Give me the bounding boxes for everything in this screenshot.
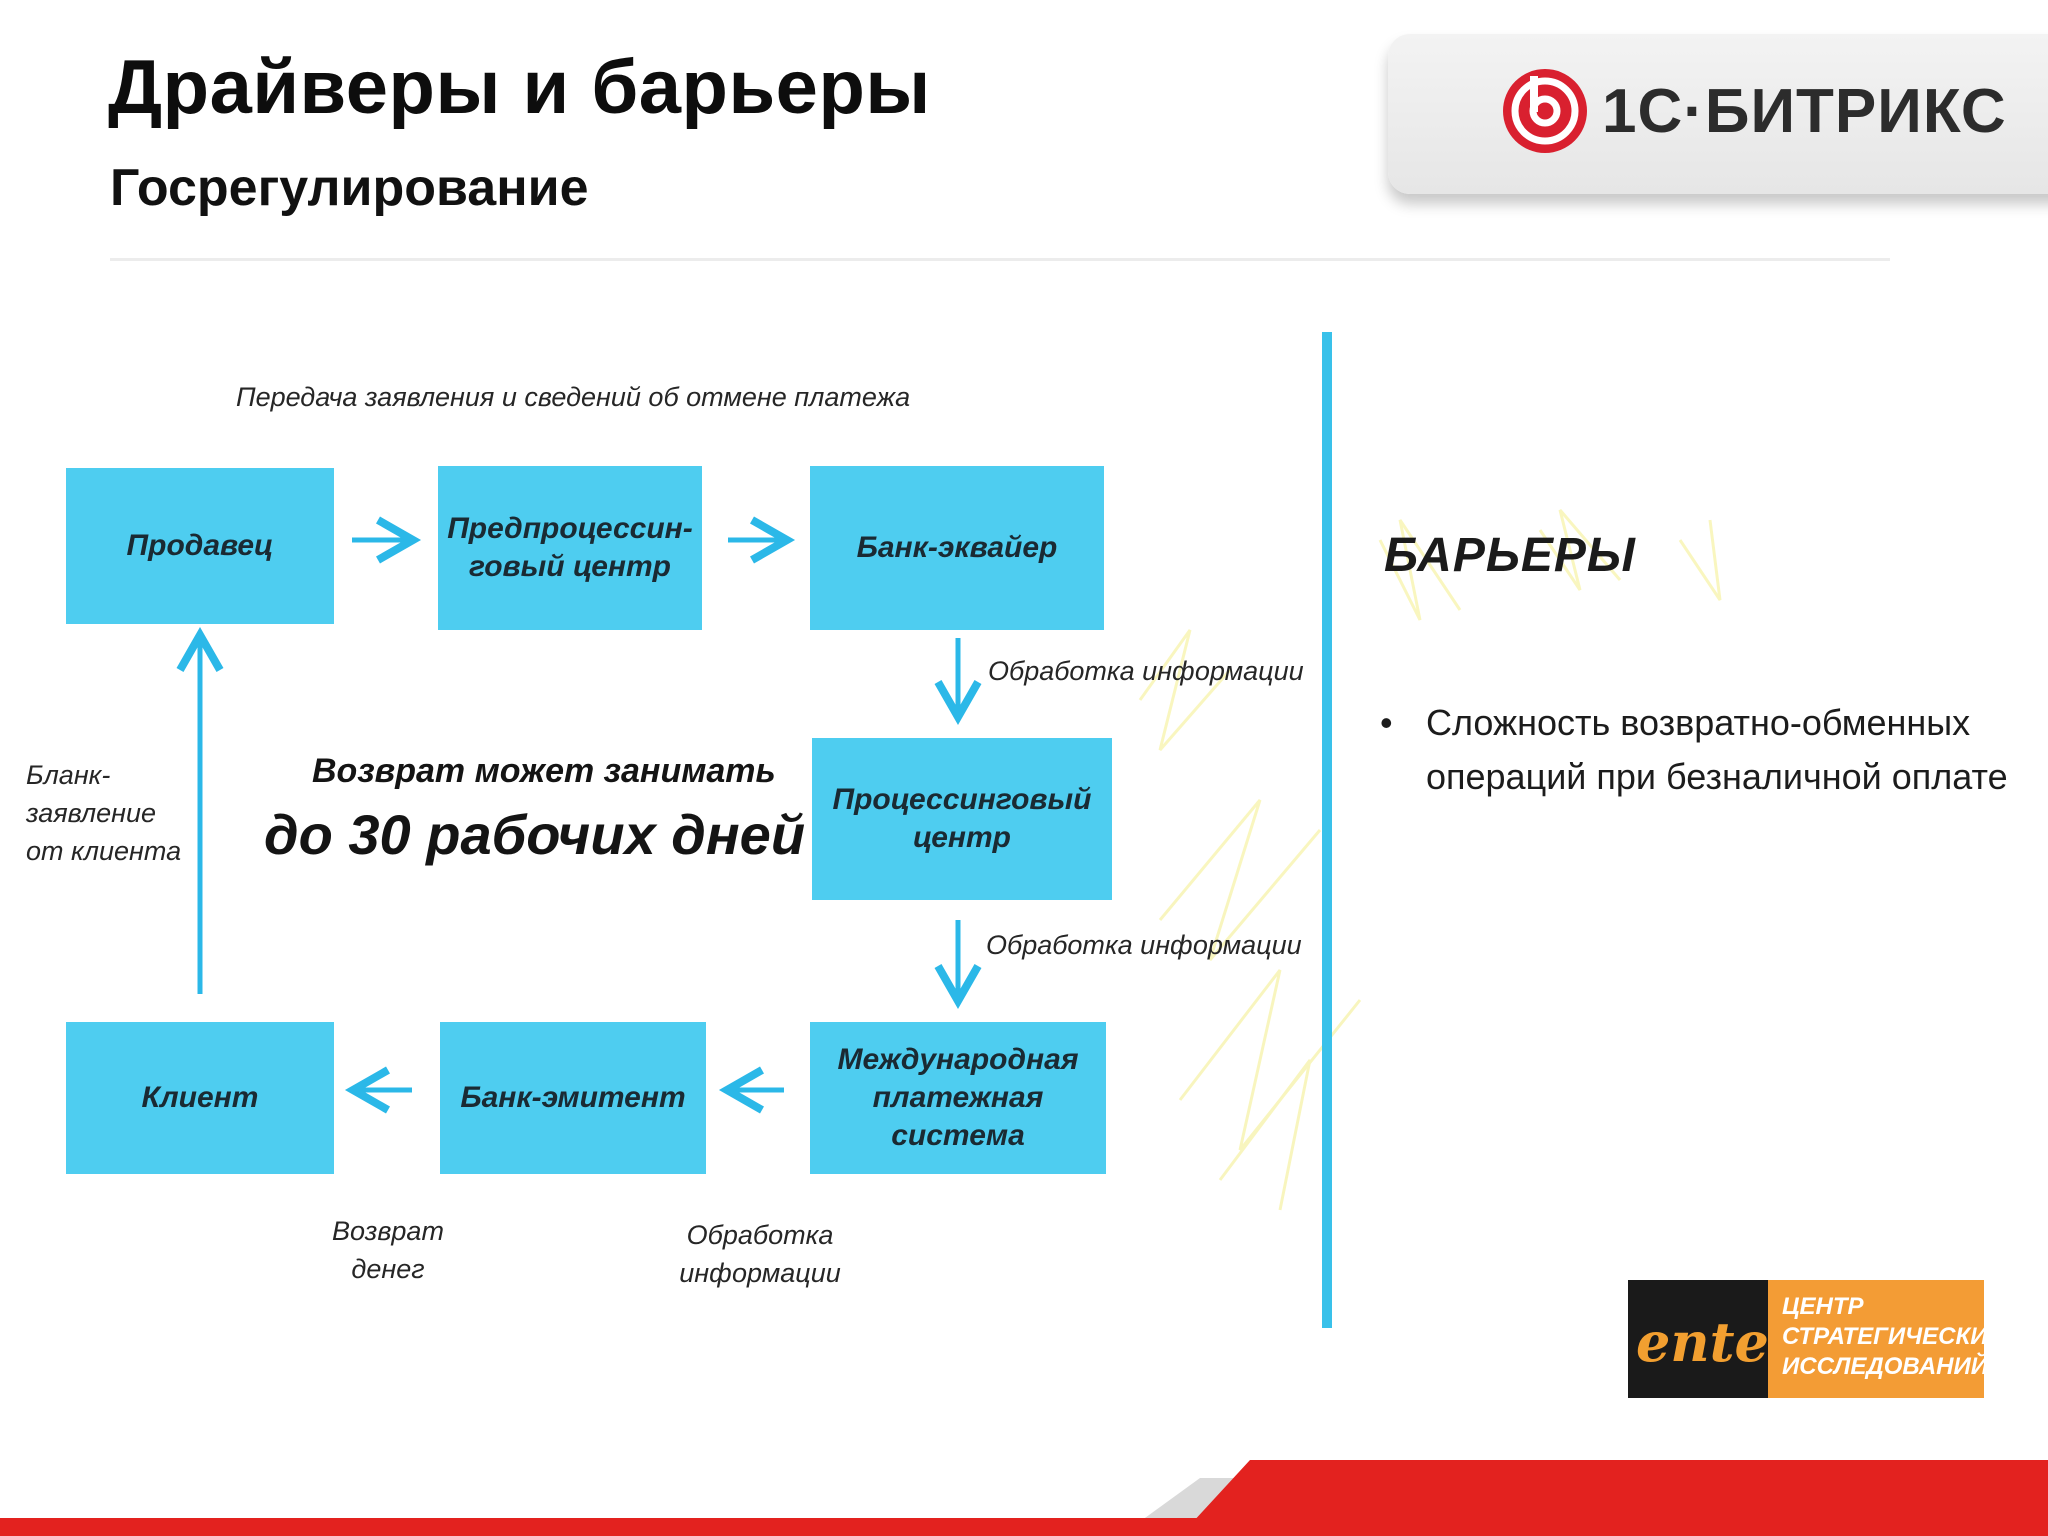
box-seller: Продавец xyxy=(66,468,334,624)
page-title: Драйверы и барьеры xyxy=(108,45,931,130)
box-acquirer-label: Банк-эквайер xyxy=(856,531,1058,564)
box-client: Клиент xyxy=(66,1022,334,1174)
note-money-return-line2: денег xyxy=(351,1254,425,1284)
flow-arrows xyxy=(176,516,982,1114)
box-seller-label: Продавец xyxy=(126,529,274,562)
enter-badge-text: ЦЕНТР СТРАТЕГИЧЕСКИХ ИССЛЕДОВАНИЙ xyxy=(1782,1292,2004,1382)
enter-logo-panel xyxy=(1628,1280,1768,1398)
box-issuing-bank: Банк-эмитент xyxy=(440,1022,706,1174)
logo-panel xyxy=(1388,34,2048,194)
box-preprocessing-center: Предпроцессин- говый центр xyxy=(438,466,702,630)
enter-badge-panel xyxy=(1768,1280,1984,1398)
note-money-return-line1: Возврат xyxy=(332,1216,444,1246)
box-acquiring-bank: Банк-эквайер xyxy=(810,466,1104,630)
box-international-payment-system: Международная платежная система xyxy=(810,1022,1106,1174)
yellow-scribble-texture xyxy=(1138,509,1722,1211)
note-processing-info-3-line2: информации xyxy=(679,1258,841,1288)
note-client-form-line3: от клиента xyxy=(26,836,182,866)
barriers-heading: БАРЬЕРЫ xyxy=(1384,529,1636,582)
box-client-label: Клиент xyxy=(141,1081,259,1114)
barrier-list-item: • Сложность возвратно-обменных операций … xyxy=(1380,696,2020,804)
footer-band xyxy=(0,1460,2048,1536)
section-divider xyxy=(1322,332,1332,1328)
box-preprocessing-label-line1: Предпроцессин- xyxy=(447,512,693,545)
box-processing-center: Процессинговый центр xyxy=(812,738,1112,900)
header-divider xyxy=(110,258,1890,261)
note-processing-info-2: Обработка информации xyxy=(986,930,1302,960)
box-payment-system-label-line1: Международная xyxy=(837,1043,1079,1076)
bullet-icon: • xyxy=(1380,702,1393,743)
return-time-caption: Возврат может занимать xyxy=(312,752,776,790)
box-issuer-label: Банк-эмитент xyxy=(460,1081,686,1114)
bitrix-logo-icon xyxy=(1503,69,1587,153)
box-preprocessing-label-line2: говый центр xyxy=(468,550,671,583)
note-processing-info-3: Обработка информации xyxy=(670,1216,850,1292)
box-processing-label-line2: центр xyxy=(912,821,1012,854)
box-processing-label-line1: Процессинговый xyxy=(832,783,1092,816)
enter-badge-line3: ИССЛЕДОВАНИЙ xyxy=(1782,1353,1989,1380)
page-subtitle: Госрегулирование xyxy=(110,159,589,217)
note-client-form: Бланк- заявление от клиента xyxy=(26,756,181,870)
enter-badge-line2: СТРАТЕГИЧЕСКИХ xyxy=(1782,1323,2004,1350)
note-transfer-statement: Передача заявления и сведений об отмене … xyxy=(236,382,911,412)
barrier-text: Сложность возвратно-обменных операций пр… xyxy=(1426,702,2008,797)
note-client-form-line2: заявление xyxy=(26,798,157,828)
box-payment-system-label-line2: платежная система xyxy=(872,1081,1044,1152)
note-processing-info-3-line1: Обработка xyxy=(686,1220,834,1250)
enter-badge-line1: ЦЕНТР xyxy=(1782,1293,1864,1320)
bitrix-logo-text: 1С·БИТРИКС xyxy=(1602,77,2007,146)
note-money-return: Возврат денег xyxy=(328,1212,448,1288)
return-time-value: до 30 рабочих дней xyxy=(264,803,806,866)
note-processing-info-1: Обработка информации xyxy=(988,656,1304,686)
note-client-form-line1: Бланк- xyxy=(26,760,111,790)
